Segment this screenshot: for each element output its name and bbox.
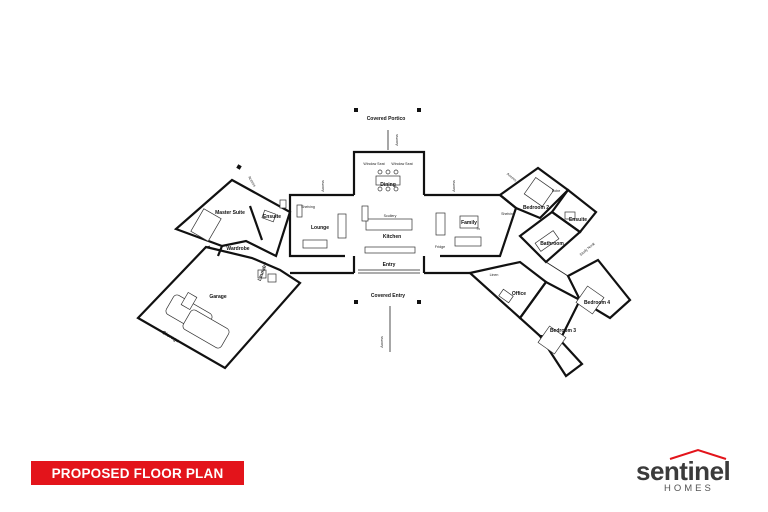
label-bedroom-3: Bedroom 3 (550, 328, 576, 334)
portico-post-right (417, 108, 421, 112)
label-entry: Entry (383, 262, 396, 268)
right-wing-upper (498, 166, 598, 264)
roof-icon (669, 448, 727, 460)
label-fridge: Fridge (435, 245, 445, 249)
master-post (236, 164, 242, 170)
label-bathroom: Bathroom (540, 241, 564, 247)
label-bedroom-2: Bedroom 2 (523, 205, 549, 211)
label-bedroom-4: Bedroom 4 (584, 300, 610, 306)
label-covered-portico: Covered Portico (367, 116, 406, 122)
label-window-seat-l: Window Seat (363, 162, 384, 166)
label-kitchen: Kitchen (383, 234, 401, 240)
logo-subtitle: HOMES (664, 483, 714, 494)
label-wardrobe: Wardrobe (226, 246, 249, 252)
label-ensuite: Ensuite (263, 214, 281, 220)
label-window-seat-r: Window Seat (391, 162, 412, 166)
label-access-entry: Access (380, 336, 384, 348)
sentinel-homes-logo: sentinel HOMES (630, 448, 740, 496)
label-scullery: Scullery (384, 214, 397, 218)
label-covered-entry: Covered Entry (371, 293, 405, 299)
label-linen: Linen (490, 273, 499, 277)
dining-room (352, 150, 426, 195)
label-access-lounge: Access (321, 180, 325, 192)
label-lounge: Lounge (311, 225, 329, 231)
label-ensuite-2: Ensuite (569, 217, 587, 223)
logo-wordmark: sentinel (636, 456, 731, 486)
banner-title: PROPOSED FLOOR PLAN (51, 465, 224, 481)
label-office: Office (512, 291, 526, 297)
entry-post-left (354, 300, 358, 304)
proposed-floor-plan-banner: PROPOSED FLOOR PLAN (31, 461, 244, 485)
label-robe: Robe (552, 189, 561, 193)
label-access-bed2: Access (506, 172, 518, 183)
right-wing-lower (467, 258, 632, 378)
entry-post-right (417, 300, 421, 304)
label-shelving: Shelving (301, 205, 315, 209)
living-block (288, 193, 518, 275)
left-wing (136, 178, 302, 370)
label-study-nook: Study Nook (579, 242, 596, 257)
label-family: Family (461, 220, 477, 226)
label-dining: Dining (380, 182, 396, 188)
label-garage: Garage (209, 294, 226, 300)
label-access-portico: Access (395, 134, 399, 146)
label-access-master: Access (247, 175, 256, 187)
label-shelving-r: Shelving (501, 212, 515, 216)
label-tv: Tv (476, 227, 480, 231)
portico-post-left (354, 108, 358, 112)
label-storage: Storage (161, 330, 180, 345)
label-access-family: Access (452, 180, 456, 192)
label-master-suite: Master Suite (215, 210, 245, 216)
